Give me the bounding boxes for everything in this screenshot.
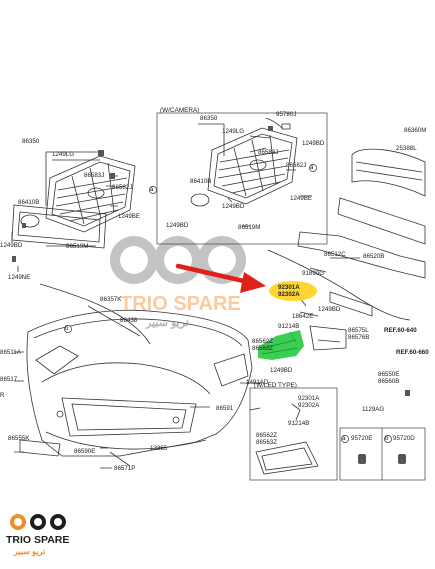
part-label: 1249BD [318, 306, 341, 313]
logo-brand: TRIO SPARE [6, 534, 70, 546]
trio-logo-icon [10, 514, 66, 530]
camera-grille-drawing [190, 117, 298, 207]
logo: TRIO SPARE تريو سبير [6, 512, 76, 562]
part-label: 86562Z [256, 432, 277, 439]
logo-arabic: تريو سبير [14, 547, 46, 556]
highlight-group [258, 281, 317, 360]
part-label: 1129AG [362, 406, 385, 413]
part-label: 86582J [286, 162, 307, 169]
part-label: 86575L [348, 327, 369, 334]
part-label: 86590E [74, 448, 96, 455]
part-label: 92301A [298, 395, 320, 402]
callout-letter: a [150, 186, 154, 193]
watermark-brand: TRIO SPARE [120, 293, 241, 315]
part-label: 13355 [150, 445, 168, 452]
left-grille-drawing [11, 155, 136, 249]
part-label: 86511A [0, 349, 21, 356]
callout-letter: b [385, 435, 389, 442]
part-label: 1249LG [222, 128, 245, 135]
watermark-arabic: تريو سبير [146, 317, 189, 329]
part-label: 95780J [276, 111, 297, 118]
part-label: 1249NE [8, 274, 31, 281]
part-label: 1249BE [290, 195, 313, 202]
part-label: 1249BD [166, 222, 189, 229]
reference-label: REF.60-660 [396, 349, 429, 356]
part-label: R [0, 392, 5, 399]
part-label: 1491AD [246, 379, 269, 386]
part-label: 92302A [278, 291, 300, 298]
part-label: 86591 [216, 405, 234, 412]
part-label: 86571P [114, 465, 136, 472]
led-lamp-drawing [255, 403, 319, 475]
camera-box-title: (W/CAMERA) [160, 107, 200, 114]
part-label: 86410B [190, 178, 212, 185]
part-label: 86350 [22, 138, 40, 145]
part-label: 86583J [258, 149, 279, 156]
part-label: 86357K [100, 296, 122, 303]
bumper-fascia-drawing [19, 283, 253, 467]
part-label: 86350 [200, 115, 218, 122]
part-label: 86560B [378, 378, 400, 385]
part-label: 86520B [363, 253, 385, 260]
part-label: 1249BE [118, 213, 141, 220]
part-label: 95720E [351, 435, 373, 442]
reference-label: REF.60-640 [384, 327, 417, 334]
part-label: 18642E [292, 313, 314, 320]
part-label: 25388L [396, 145, 417, 152]
part-number-highlight [269, 281, 317, 301]
part-label: 91890G [302, 270, 325, 277]
bumper-beam-drawing [267, 148, 426, 351]
part-label: 86583J [84, 172, 105, 179]
part-label: 92301A [278, 284, 300, 291]
part-label: 91214B [278, 323, 300, 330]
callout-letter: b [65, 325, 69, 332]
part-label: 92302A [298, 402, 320, 409]
part-label: 1249BD [0, 242, 23, 249]
bracket-highlight-detail [261, 339, 299, 355]
part-label: 95720D [393, 435, 415, 442]
part-label: 86410B [18, 199, 40, 206]
part-label: 86517 [0, 376, 18, 383]
part-label: 1249BD [270, 367, 293, 374]
part-label: 86519M [66, 243, 89, 250]
part-label: 86582J [112, 184, 133, 191]
part-label: 86563Z [252, 345, 273, 352]
part-label: 86438 [120, 317, 138, 324]
led-box-title: (W/LED TYPE) [254, 382, 297, 389]
part-label: 86555K [8, 435, 30, 442]
part-label: 1249BD [222, 203, 245, 210]
part-label: 86576B [348, 334, 370, 341]
part-label: 86360M [404, 127, 427, 134]
part-label: 1249BD [302, 140, 325, 147]
callout-letter: a [310, 164, 314, 171]
part-label: 86562Z [252, 338, 273, 345]
red-arrow [175, 263, 266, 293]
part-label: 86519M [238, 224, 261, 231]
part-label: 86512C [324, 251, 346, 258]
part-label: 86550E [378, 371, 400, 378]
part-label: 86563Z [256, 439, 277, 446]
callout-letter: a [342, 435, 346, 442]
part-label: 91214B [288, 420, 310, 427]
part-label: 1249LG [52, 151, 75, 158]
